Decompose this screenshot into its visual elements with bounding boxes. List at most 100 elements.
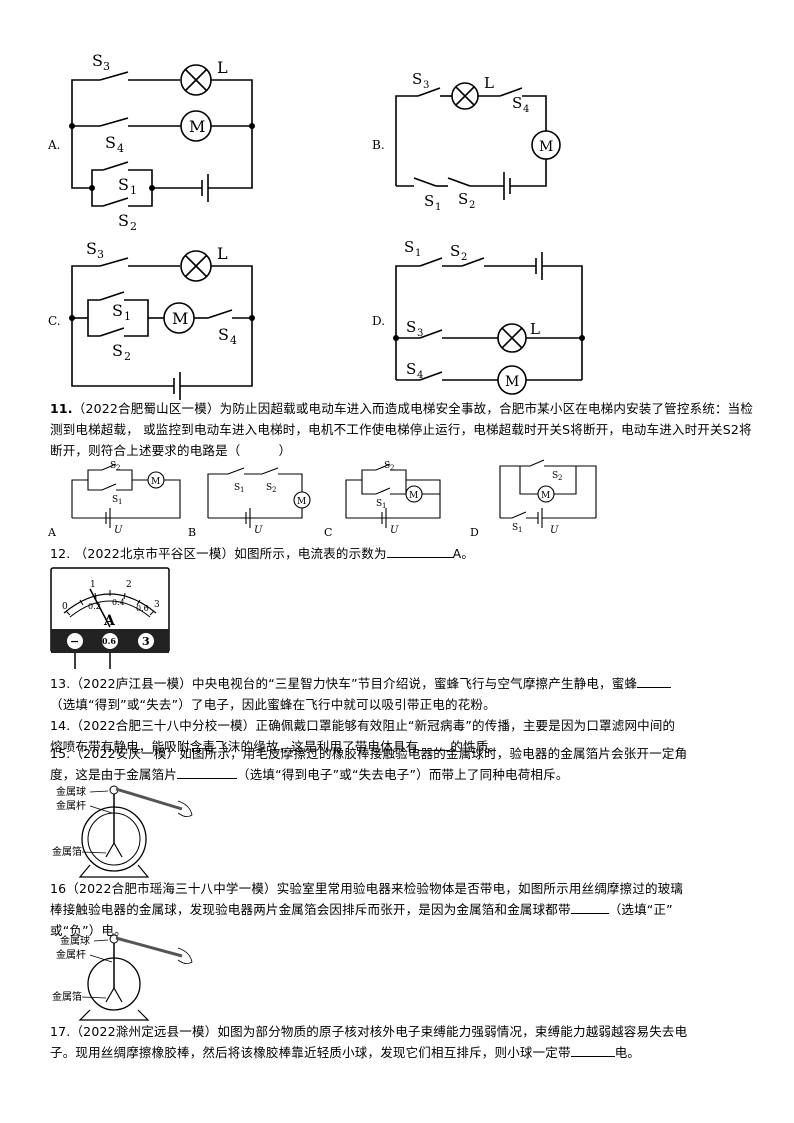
svg-text:1: 1	[518, 526, 522, 534]
svg-text:L: L	[217, 244, 228, 263]
svg-text:M: M	[297, 497, 306, 507]
svg-text:S: S	[376, 499, 382, 509]
svg-text:M: M	[541, 491, 550, 501]
svg-text:1: 1	[382, 502, 386, 510]
svg-text:0.2: 0.2	[88, 602, 101, 611]
svg-text:S: S	[218, 325, 229, 344]
q12-answer-blank[interactable]	[386, 545, 453, 558]
svg-text:U: U	[550, 525, 559, 536]
q15-answer-blank[interactable]	[177, 766, 238, 779]
question-15: 15.（2022安庆一模）如图所示，用毛皮摩擦过的橡胶棒接触验电器的金属球时，验…	[50, 746, 688, 782]
svg-text:1: 1	[90, 580, 96, 590]
svg-text:1: 1	[240, 486, 244, 494]
svg-text:S: S	[412, 70, 422, 88]
svg-text:4: 4	[230, 334, 237, 347]
svg-text:S: S	[384, 461, 390, 471]
question-16: 16（2022合肥市瑶海三十八中学一模）实验室里常用验电器来检验物体是否带电，如…	[50, 881, 684, 938]
circuit-a: A. S 3 L M S 4 S 1 S 2	[47, 51, 255, 233]
svg-text:3: 3	[103, 60, 110, 73]
svg-text:1: 1	[118, 498, 122, 506]
svg-text:U: U	[114, 525, 123, 536]
svg-text:2: 2	[558, 474, 562, 482]
svg-text:4: 4	[117, 142, 124, 155]
svg-text:金属球: 金属球	[56, 785, 86, 798]
svg-text:2: 2	[130, 220, 137, 233]
svg-text:1: 1	[415, 248, 421, 259]
electroscope-figure-2: 金属球 金属杆 金属箔	[52, 934, 193, 1021]
q11-text: （2022合肥蜀山区一模）为防止因超载或电动车进入而造成电梯安全事故，合肥市某小…	[50, 401, 754, 458]
svg-text:金属箔: 金属箔	[52, 990, 82, 1003]
circuit-b: B. M S 3 L S 4 S 1 S 2	[372, 70, 561, 213]
svg-text:S: S	[406, 360, 416, 378]
svg-text:S: S	[112, 301, 123, 320]
circuit-diagrams-top: A. S 3 L M S 4 S 1 S 2	[47, 51, 585, 400]
svg-text:S: S	[424, 192, 434, 210]
svg-text:S: S	[86, 239, 97, 258]
svg-text:3: 3	[423, 80, 429, 91]
svg-text:2: 2	[126, 580, 132, 590]
svg-text:−: −	[70, 635, 79, 648]
svg-text:2: 2	[461, 252, 467, 263]
svg-text:金属球: 金属球	[60, 934, 90, 947]
svg-text:2: 2	[116, 464, 120, 472]
svg-text:3: 3	[142, 635, 150, 648]
svg-text:D: D	[470, 526, 479, 538]
svg-text:0.6: 0.6	[102, 636, 116, 646]
q17-answer-blank[interactable]	[570, 1044, 615, 1057]
svg-text:L: L	[530, 320, 540, 338]
svg-text:S: S	[404, 238, 414, 256]
svg-text:0.4: 0.4	[112, 598, 125, 607]
option-label-a: A.	[47, 138, 60, 152]
svg-text:1: 1	[435, 202, 441, 213]
svg-text:C: C	[324, 526, 332, 538]
q16-answer-blank[interactable]	[570, 901, 609, 914]
svg-text:2: 2	[390, 464, 394, 472]
svg-text:1: 1	[124, 310, 131, 323]
question-11: 11.（2022合肥蜀山区一模）为防止因超载或电动车进入而造成电梯安全事故，合肥…	[50, 398, 760, 461]
svg-text:M: M	[505, 374, 519, 390]
svg-text:S: S	[234, 483, 240, 493]
ammeter-figure: 0 1 2 3 0.2 0.4 0.6 A − 0.6 3	[50, 567, 170, 669]
question-13: 13.（2022庐江县一模）中央电视台的“三星智力快车”节目介绍说，蜜蜂飞行与空…	[50, 673, 760, 715]
svg-text:S: S	[118, 175, 129, 194]
q14-answer-blank[interactable]	[418, 738, 451, 751]
svg-text:金属杆: 金属杆	[56, 948, 86, 961]
svg-text:4: 4	[523, 104, 529, 115]
svg-text:M: M	[151, 477, 160, 487]
svg-text:S: S	[118, 211, 129, 230]
question-14: 14.（2022合肥三十八中分校一模）正确佩戴口罩能够有效阻止“新冠病毒”的传播…	[50, 718, 676, 754]
svg-text:3: 3	[417, 328, 423, 339]
circuit-c: C. S 3 L S 1 S 2 M S 4	[48, 239, 255, 400]
option-label-b: B.	[372, 138, 385, 152]
svg-text:M: M	[539, 139, 553, 155]
svg-text:3: 3	[154, 600, 160, 610]
svg-text:S: S	[406, 318, 416, 336]
electroscope-figure-1: 金属球 金属杆 金属箔	[52, 785, 193, 878]
svg-text:A: A	[47, 526, 57, 538]
svg-text:2: 2	[124, 350, 131, 363]
option-label-c: C.	[48, 314, 61, 328]
svg-text:S: S	[512, 94, 522, 112]
q11-number: 11.	[50, 401, 73, 416]
svg-text:A: A	[103, 613, 116, 629]
svg-text:S: S	[112, 495, 118, 505]
svg-text:U: U	[254, 525, 263, 536]
svg-text:2: 2	[469, 200, 475, 211]
svg-text:金属箔: 金属箔	[52, 845, 82, 858]
svg-text:M: M	[172, 309, 188, 328]
svg-text:S: S	[512, 523, 518, 533]
svg-text:0.6: 0.6	[136, 604, 149, 613]
svg-text:S: S	[552, 471, 558, 481]
svg-text:M: M	[409, 491, 418, 501]
svg-text:S: S	[110, 461, 116, 471]
svg-text:S: S	[105, 133, 116, 152]
svg-text:S: S	[112, 341, 123, 360]
q12-unit: A。	[452, 546, 475, 561]
q13-answer-blank[interactable]	[637, 675, 672, 688]
